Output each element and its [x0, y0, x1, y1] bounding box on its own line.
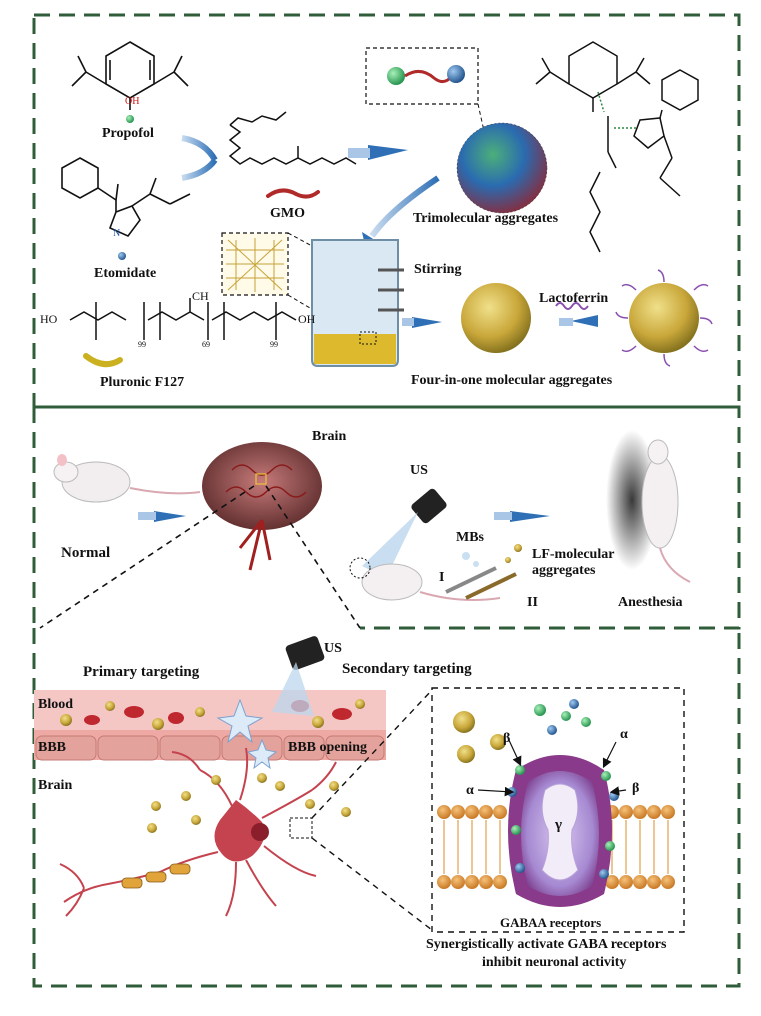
arrow-to-trimolecular	[368, 145, 408, 160]
label-ch3: CH	[192, 289, 209, 303]
zoom-line-receptor-top	[311, 689, 433, 819]
beaker	[311, 239, 404, 367]
label-anesthesia: Anesthesia	[618, 595, 683, 610]
caption-line-2: inhibit neuronal activity	[482, 955, 627, 970]
propofol-structure	[71, 41, 189, 110]
zoom-line-left	[39, 485, 255, 629]
complex-structure	[535, 41, 699, 253]
trimolecular-sphere	[456, 122, 548, 214]
arrow-to-aggregate-tail	[402, 318, 414, 326]
panel-frame-middle	[32, 405, 741, 630]
propofol-oh: OH	[125, 96, 139, 107]
etomidate-n: N	[113, 228, 120, 239]
bbb-opening-flash	[216, 698, 278, 770]
syringes	[445, 544, 522, 600]
alpha-right-arrow	[602, 741, 617, 769]
label-brain-2: Brain	[312, 429, 347, 444]
lactoferrin-icon	[555, 302, 589, 310]
label-etomidate: Etomidate	[94, 266, 157, 281]
hydrogel-inset	[221, 232, 365, 341]
label-pluronic: Pluronic F127	[100, 375, 185, 390]
gaba-receptor	[508, 755, 612, 907]
gmo-structure	[228, 111, 357, 165]
receptor-box	[431, 687, 685, 933]
gmo-icon	[266, 188, 320, 199]
panel-frame-top	[32, 13, 741, 409]
lipid-bilayer	[437, 805, 675, 889]
label-roman-2: II	[527, 595, 538, 610]
label-ho: HO	[40, 312, 58, 326]
label-propofol: Propofol	[102, 126, 154, 141]
label-secondary-targeting: Secondary targeting	[342, 661, 472, 677]
label-normal: Normal	[61, 545, 111, 561]
label-bbb: BBB	[38, 740, 67, 755]
label-primary-targeting: Primary targeting	[83, 664, 200, 680]
caption-line-1: Synergistically activate GABA receptors	[426, 937, 667, 952]
arrow-normal-to-brain-tail	[138, 512, 156, 520]
neuron	[59, 747, 337, 917]
arrow-to-lf	[571, 315, 598, 327]
arrow-to-beaker	[369, 175, 440, 238]
etomidate-bead	[118, 252, 126, 260]
label-brain-3: Brain	[38, 778, 73, 793]
lf-particle	[615, 269, 713, 367]
label-trimolecular: Trimolecular aggregates	[413, 211, 559, 226]
label-lf-line1: LF-molecular	[532, 547, 615, 562]
receptor-particles	[453, 711, 506, 763]
arrow-to-anesthesia-tail	[494, 512, 512, 520]
blood-vessel	[34, 690, 386, 761]
label-beta-right: β	[632, 781, 640, 796]
label-mbs: MBs	[456, 530, 484, 545]
us-transducer-3	[272, 636, 325, 716]
label-sub-99b: 99	[270, 340, 278, 349]
label-pluronic-oh: OH	[298, 312, 316, 326]
us-transducer-2	[362, 488, 447, 578]
pluronic-icon	[83, 353, 123, 368]
arrow-to-lf-tail	[559, 318, 573, 326]
propofol-bead	[126, 115, 134, 123]
hbond-1	[597, 91, 605, 113]
label-beta-left: β	[503, 731, 511, 746]
arrow-to-aggregate	[412, 317, 442, 328]
zoom-line-receptor-bottom	[311, 837, 433, 931]
pluronic-structure	[69, 298, 297, 340]
label-lactoferrin: Lactoferrin	[539, 291, 609, 306]
mouse-normal	[53, 454, 201, 503]
label-sub-99a: 99	[138, 340, 146, 349]
label-gamma: γ	[555, 817, 563, 833]
label-alpha-right: α	[620, 727, 628, 742]
mouse-treated	[349, 557, 501, 601]
label-gaba-receptors: GABAA receptors	[500, 915, 602, 930]
beta-left-arrow	[507, 737, 522, 767]
label-us-3: US	[324, 641, 342, 656]
label-stirring: Stirring	[414, 262, 462, 277]
alpha-left-arrow	[477, 786, 515, 797]
arrow-to-anesthesia	[510, 511, 550, 522]
etomidate-structure	[61, 157, 191, 237]
mixing-arrows	[181, 135, 408, 181]
label-bbb-opening: BBB opening	[288, 740, 367, 755]
label-us-2: US	[410, 463, 428, 478]
beta-right-arrow	[609, 786, 627, 796]
molecule-inset	[365, 47, 487, 141]
mouse-anesthesia	[606, 430, 691, 583]
label-sub-69: 69	[202, 340, 210, 349]
label-alpha-left: α	[466, 783, 474, 798]
label-blood: Blood	[38, 697, 74, 712]
brain-image	[202, 442, 322, 571]
label-four-in-one: Four-in-one molecular aggregates	[411, 373, 613, 388]
label-roman-1: I	[439, 570, 445, 585]
panel-frame-bottom	[32, 628, 741, 988]
label-gmo: GMO	[270, 206, 305, 221]
four-in-one-particle	[461, 283, 531, 353]
arrow-normal-to-brain	[154, 511, 186, 522]
neuron-particles	[147, 773, 351, 833]
label-lf-line2: aggregates	[532, 563, 596, 578]
